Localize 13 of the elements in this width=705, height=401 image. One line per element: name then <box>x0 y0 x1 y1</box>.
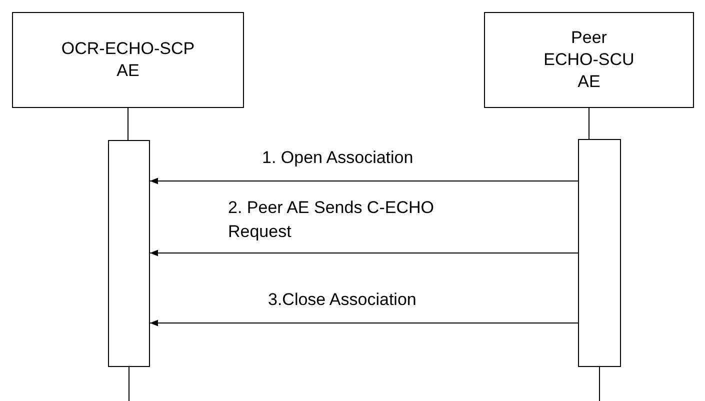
edge-label: 2. Peer AE Sends C-ECHO Request <box>228 197 435 243</box>
message-arrow <box>150 178 578 184</box>
message-arrow <box>150 320 578 326</box>
edge-label: 1. Open Association <box>262 147 414 169</box>
lifeline <box>128 366 130 401</box>
lifeline <box>599 366 600 401</box>
edge-label: 3.Close Association <box>268 289 418 311</box>
participant-box: OCR-ECHO-SCP AE <box>12 12 244 108</box>
activation-bar <box>108 140 150 367</box>
participant-box: Peer ECHO-SCU AE <box>484 12 694 108</box>
lifeline <box>588 108 590 140</box>
message-arrow <box>150 250 578 256</box>
activation-bar <box>578 139 621 367</box>
